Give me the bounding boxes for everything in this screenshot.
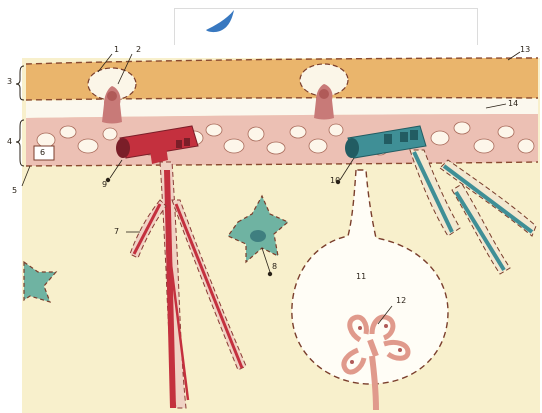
label-5: 5 [12,186,17,196]
label-2: 2 [136,45,141,55]
label-14: 14 [508,99,518,109]
label-6: 6 [40,148,45,158]
label-9: 9 [102,180,107,190]
label-4: 4 [7,137,12,147]
blue-mark-icon [206,10,234,32]
label-12: 12 [396,296,406,306]
label-7: 7 [114,227,119,237]
label-10: 10 [330,176,340,186]
label-1: 1 [114,45,119,55]
label-11: 11 [356,272,366,282]
label-8: 8 [272,262,277,272]
label-13: 13 [520,45,530,55]
label-3: 3 [7,77,12,87]
pointer-dot-8 [268,272,272,276]
